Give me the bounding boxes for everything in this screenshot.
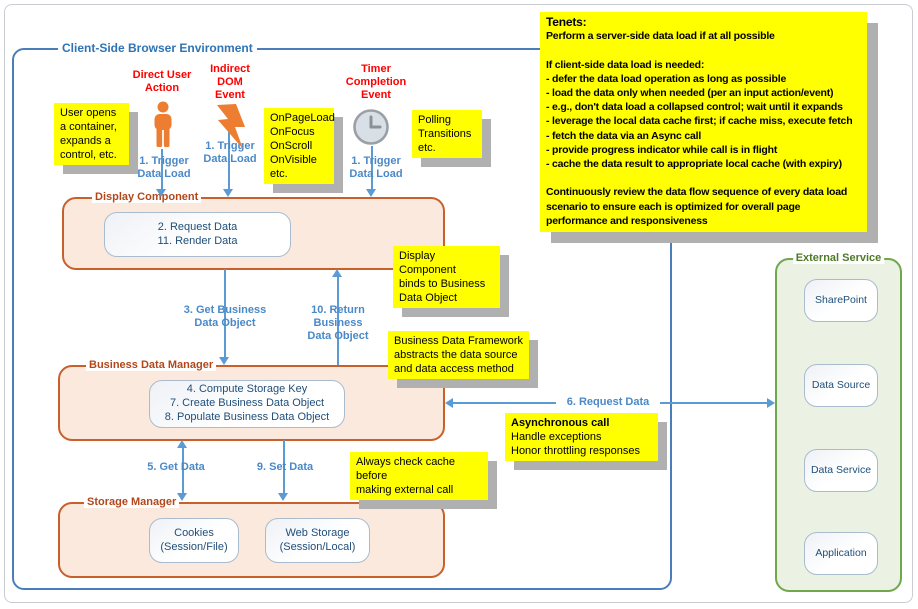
arrowhead-request-data-left — [445, 398, 453, 408]
web-storage-box: Web Storage (Session/Local) — [265, 518, 370, 563]
note-async-body: Handle exceptions Honor throttling respo… — [511, 431, 641, 457]
trigger-data-load-label-1: 1. Trigger Data Load — [137, 155, 191, 181]
arrowhead-return-business-data-object — [332, 269, 342, 277]
arrowhead-get-business-data-object — [219, 357, 229, 365]
external-service-box: External Service SharePoint Data Source … — [775, 252, 902, 592]
arrow-get-business-data-object — [224, 269, 226, 358]
business-data-manager-box: Business Data Manager 4. Compute Storage… — [58, 359, 445, 441]
note-display-binds: Display Component binds to Business Data… — [393, 246, 500, 308]
trigger-data-load-label-3: 1. Trigger Data Load — [349, 155, 403, 181]
environment-title: Client-Side Browser Environment — [58, 41, 257, 55]
arrowhead-request-data-right — [767, 398, 775, 408]
display-component-box: Display Component 2. Request Data 11. Re… — [62, 191, 445, 270]
tenets-body: Perform a server-side data load if at al… — [546, 30, 853, 227]
note-async-heading: Asynchronous call — [511, 417, 610, 429]
get-business-data-object-label: 3. Get Business Data Object — [183, 304, 267, 330]
timer-completion-event-title: Timer Completion Event — [345, 63, 407, 101]
arrow-get-data — [182, 447, 184, 494]
service-sharepoint: SharePoint — [804, 279, 878, 322]
return-business-data-object-label: 10. Return Business Data Object — [307, 304, 369, 343]
external-service-title: External Service — [792, 252, 885, 264]
set-data-label: 9. Set Data — [256, 461, 314, 473]
page-border — [4, 4, 913, 603]
arrowhead-dom-trigger — [223, 189, 233, 197]
direct-user-action-title: Direct User Action — [132, 69, 192, 94]
service-data-source: Data Source — [804, 364, 878, 407]
display-component-title: Display Component — [92, 191, 202, 203]
indirect-dom-event-title: Indirect DOM Event — [210, 63, 250, 101]
clock-icon — [353, 109, 389, 145]
arrow-direct-trigger — [161, 149, 163, 190]
person-icon — [154, 101, 172, 147]
arrow-return-business-data-object — [337, 277, 339, 365]
storage-manager-title: Storage Manager — [84, 496, 180, 508]
arrowhead-get-data-up — [177, 440, 187, 448]
arrow-timer-trigger — [371, 146, 373, 190]
arrow-set-data — [283, 440, 285, 494]
service-application: Application — [804, 532, 878, 575]
get-data-label: 5. Get Data — [147, 461, 205, 473]
tenets-heading: Tenets: — [546, 15, 587, 29]
arrowhead-timer-trigger — [366, 189, 376, 197]
arrowhead-get-data-down — [177, 493, 187, 501]
note-tenets: Tenets: Perform a server-side data load … — [540, 12, 867, 232]
note-user-opens: User opens a container, expands a contro… — [54, 103, 129, 165]
business-data-manager-steps: 4. Compute Storage Key 7. Create Busines… — [149, 380, 345, 428]
note-framework: Business Data Framework abstracts the da… — [388, 331, 529, 379]
note-cache-check: Always check cache before making externa… — [350, 452, 488, 500]
cookies-box: Cookies (Session/File) — [149, 518, 239, 563]
request-data-label: 6. Request Data — [556, 396, 660, 410]
client-side-environment-container: Client-Side Browser Environment — [12, 41, 672, 590]
note-async: Asynchronous call Handle exceptions Hono… — [505, 413, 658, 461]
note-on-events: OnPageLoad OnFocus OnScroll OnVisible et… — [264, 108, 335, 184]
arrowhead-direct-trigger — [156, 189, 166, 197]
trigger-data-load-label-2: 1. Trigger Data Load — [203, 140, 257, 166]
lightning-icon — [217, 104, 245, 149]
business-data-manager-title: Business Data Manager — [86, 359, 217, 371]
service-data-service: Data Service — [804, 449, 878, 492]
note-polling: Polling Transitions etc. — [412, 110, 482, 158]
arrow-dom-trigger — [228, 130, 230, 190]
arrowhead-set-data — [278, 493, 288, 501]
storage-manager-box: Storage Manager Cookies (Session/File) W… — [58, 496, 445, 578]
display-component-steps: 2. Request Data 11. Render Data — [104, 212, 291, 257]
